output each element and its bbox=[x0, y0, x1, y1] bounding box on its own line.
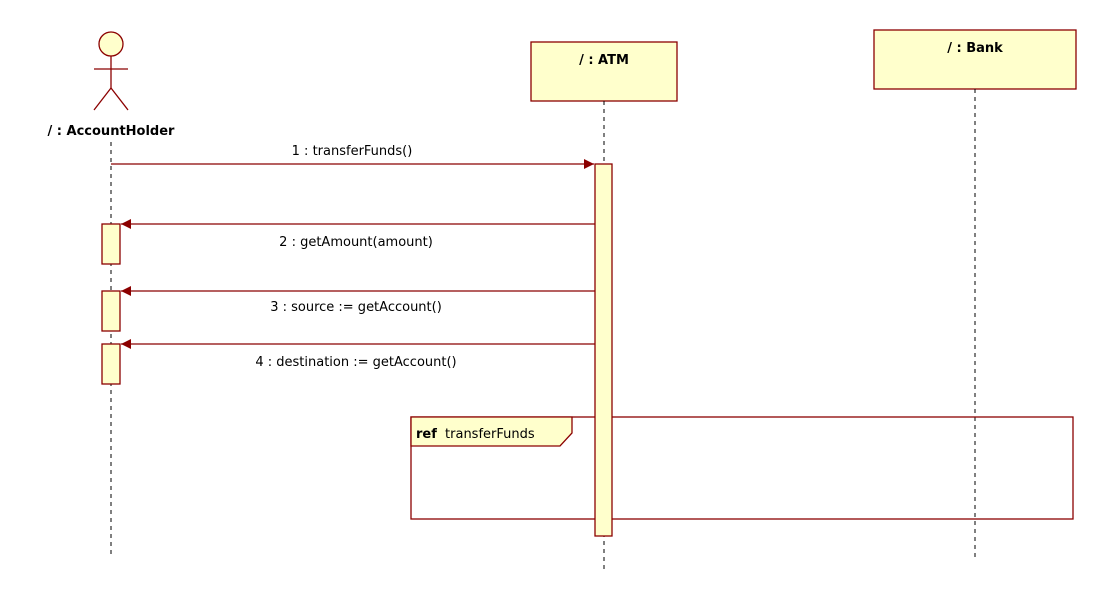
activation-bar-accountholder-2 bbox=[101, 223, 121, 265]
ref-fragment-frame bbox=[410, 416, 1074, 520]
activation-bar-atm bbox=[594, 163, 613, 537]
activation-bar-accountholder-4 bbox=[101, 343, 121, 385]
message-label-4: 4 : destination := getAccount() bbox=[255, 355, 456, 370]
ref-fragment-tab bbox=[410, 416, 573, 447]
ref-keyword: ref bbox=[416, 427, 437, 442]
ref-fragment-label: ref transferFunds bbox=[416, 427, 535, 442]
object-box-bank bbox=[873, 29, 1077, 90]
object-box-atm bbox=[530, 41, 678, 102]
message-label-2: 2 : getAmount(amount) bbox=[279, 235, 433, 250]
activation-bar-accountholder-3 bbox=[101, 290, 121, 332]
message-label-1: 1 : transferFunds() bbox=[292, 144, 413, 159]
message-label-3: 3 : source := getAccount() bbox=[270, 300, 442, 315]
stick-figure-icon bbox=[93, 31, 129, 111]
object-label-bank: / : Bank bbox=[947, 41, 1003, 56]
ref-name: transferFunds bbox=[445, 427, 535, 442]
actor-label-accountholder: / : AccountHolder bbox=[48, 124, 176, 139]
object-label-atm: / : ATM bbox=[579, 53, 629, 68]
